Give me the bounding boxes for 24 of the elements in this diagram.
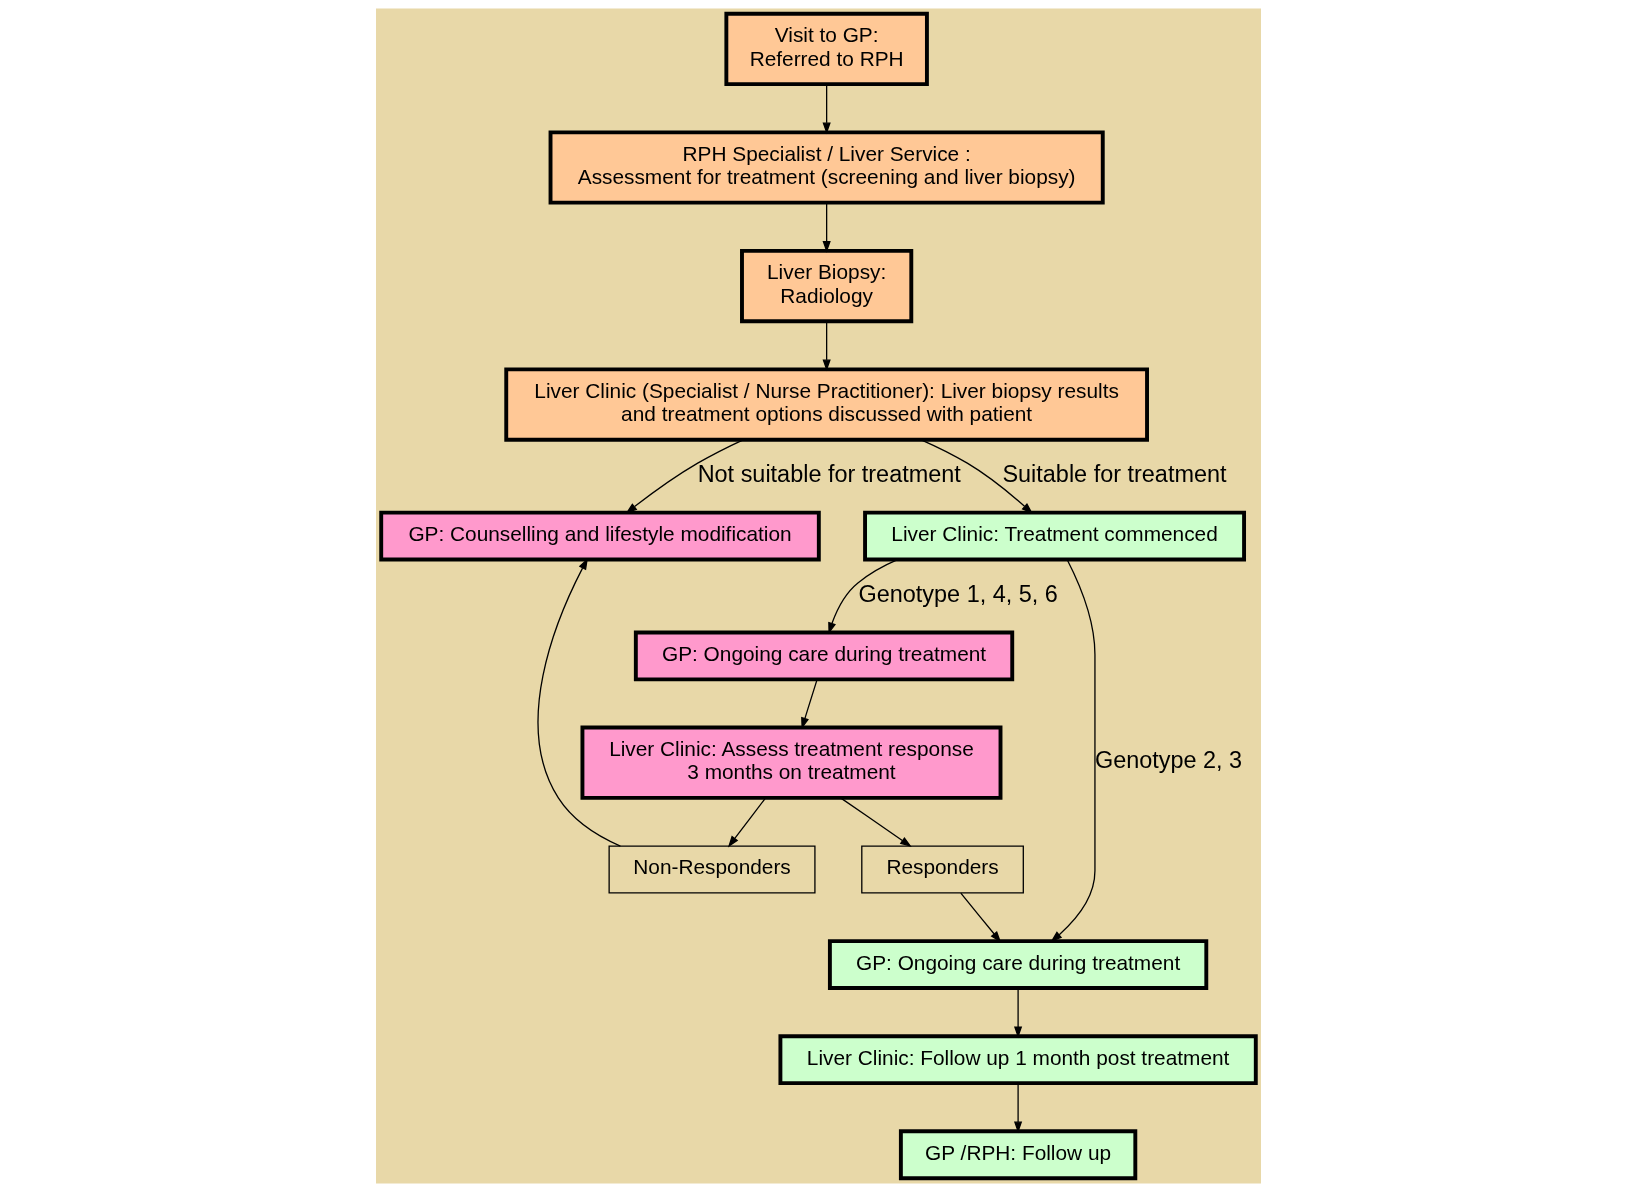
arrow <box>840 797 912 847</box>
edge-label: Suitable for treatment <box>1002 460 1227 487</box>
arrow <box>625 439 744 514</box>
arrow <box>920 439 1034 514</box>
node-box: Liver Clinic: Follow up 1 month post treatment <box>778 1034 1258 1086</box>
node-box: Responders <box>861 845 1024 894</box>
node-box: Visit to GP: Referred to RPH <box>724 11 929 87</box>
edge-label: Genotype 2, 3 <box>1094 747 1243 774</box>
node-box: Liver Clinic: Treatment commenced <box>863 510 1247 562</box>
node-box: Liver Clinic (Specialist / Nurse Practitioner): Liver biopsy results and treatment options discussed with patient <box>504 367 1149 442</box>
arrow <box>822 202 831 253</box>
node-box: GP: Ongoing care during treatment <box>633 630 1015 682</box>
node-box: RPH Specialist / Liver Service : Assessment for treatment (screening and liver biopsy) <box>548 130 1105 205</box>
arrow <box>960 892 1002 943</box>
node-box: Liver Biopsy: Radiology <box>740 248 914 324</box>
node-box: Non-Responders <box>608 845 816 894</box>
arrow <box>1050 559 1096 943</box>
node-box: GP: Ongoing care during treatment <box>827 939 1209 990</box>
node-box: Liver Clinic: Assess treatment response 3 months on treatment <box>580 725 1003 800</box>
node-box: GP /RPH: Follow up <box>898 1129 1138 1181</box>
edge-label: Genotype 1, 4, 5, 6 <box>858 580 1058 607</box>
edge-label: Not suitable for treatment <box>697 460 961 487</box>
arrow <box>727 797 767 848</box>
node-box: GP: Counselling and lifestyle modification <box>379 510 821 562</box>
